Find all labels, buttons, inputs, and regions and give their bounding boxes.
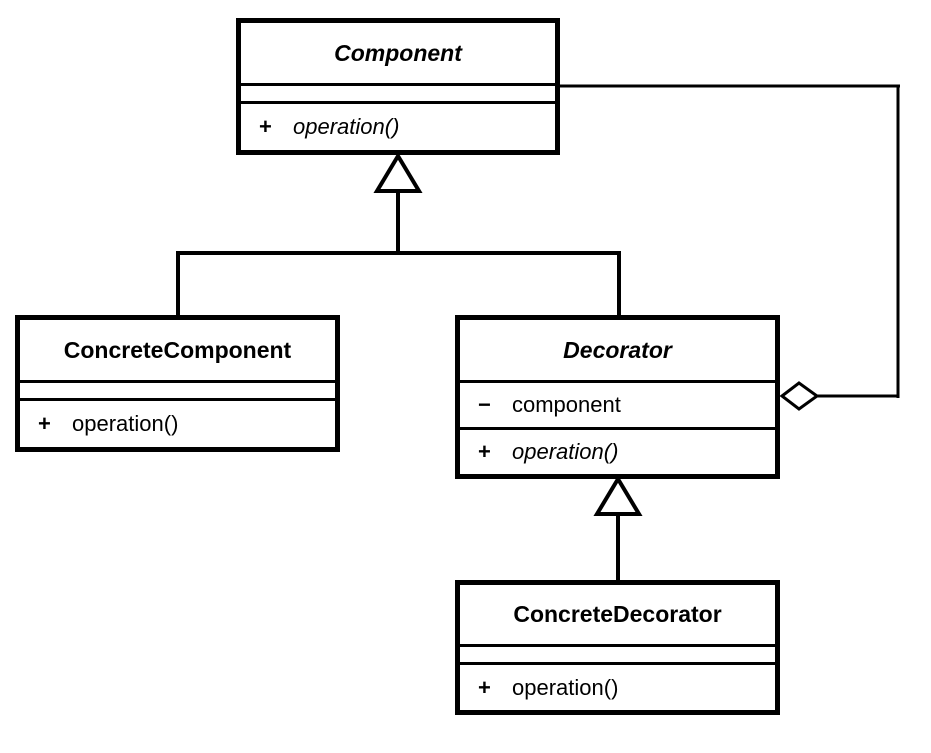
method-name: operation() xyxy=(72,411,179,436)
visibility-marker: + xyxy=(259,114,272,139)
concretedecorator-title-compartment: ConcreteDecorator xyxy=(460,585,775,644)
hollow-triangle-icon xyxy=(593,475,643,516)
method-name: operation() xyxy=(293,114,400,139)
member-row: + operation() xyxy=(241,114,399,140)
decorator-methods-compartment: + operation() xyxy=(460,427,775,474)
hollow-triangle-icon xyxy=(373,152,423,193)
visibility-marker: + xyxy=(38,411,51,436)
generalization-to-decorator xyxy=(593,475,643,582)
concretedecorator-attributes-compartment xyxy=(460,644,775,662)
class-box-concretedecorator[interactable]: ConcreteDecorator + operation() xyxy=(455,580,780,715)
component-methods-compartment: + operation() xyxy=(241,101,555,150)
class-name-decorator: Decorator xyxy=(563,336,672,363)
attribute-name: component xyxy=(512,392,621,417)
component-title-compartment: Component xyxy=(241,23,555,83)
class-name-concretecomponent: ConcreteComponent xyxy=(63,336,292,363)
decorator-title-compartment: Decorator xyxy=(460,320,775,380)
member-row: − component xyxy=(460,392,621,418)
visibility-marker: − xyxy=(478,392,491,417)
class-box-concretecomponent[interactable]: ConcreteComponent + operation() xyxy=(15,315,340,452)
concretecomponent-attributes-compartment xyxy=(20,380,335,398)
component-attributes-compartment xyxy=(241,83,555,101)
generalization-to-component xyxy=(176,152,621,317)
member-row: + operation() xyxy=(460,675,618,701)
member-row: + operation() xyxy=(20,411,178,437)
member-row: + operation() xyxy=(460,439,618,465)
aggregation-decorator-component xyxy=(558,84,900,411)
hollow-diamond-icon xyxy=(779,381,820,411)
concretedecorator-methods-compartment: + operation() xyxy=(460,662,775,710)
method-name: operation() xyxy=(512,674,619,700)
class-box-component[interactable]: Component + operation() xyxy=(236,18,560,155)
visibility-marker: + xyxy=(478,439,491,464)
visibility-marker: + xyxy=(478,674,491,700)
class-name-concretedecorator: ConcreteDecorator xyxy=(513,601,722,627)
class-box-decorator[interactable]: Decorator − component + operation() xyxy=(455,315,780,479)
class-name-component: Component xyxy=(334,39,462,66)
decorator-attributes-compartment: − component xyxy=(460,380,775,427)
method-name: operation() xyxy=(512,439,619,464)
concretecomponent-title-compartment: ConcreteComponent xyxy=(20,320,335,380)
concretecomponent-methods-compartment: + operation() xyxy=(20,398,335,447)
